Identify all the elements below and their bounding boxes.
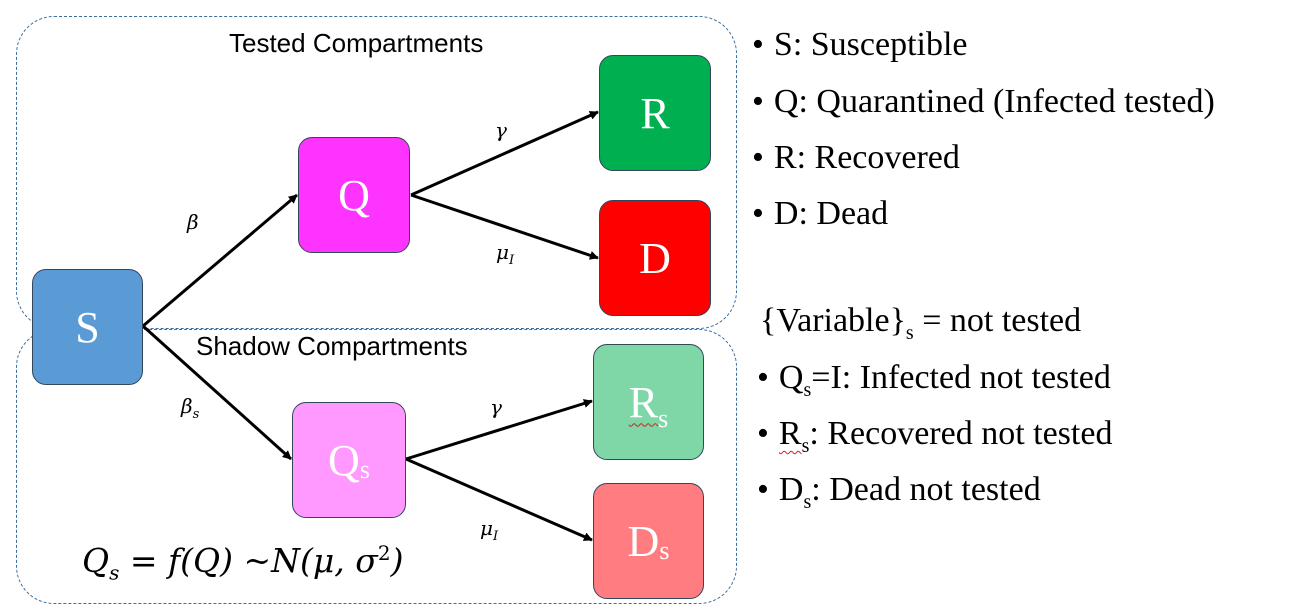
node-q: Q [298, 137, 410, 253]
node-qs-sub: s [359, 455, 370, 484]
rate-mu-bottom-sub: I [493, 529, 499, 544]
node-rs-label: R [628, 377, 659, 427]
legend-bullet: • [757, 415, 769, 452]
node-ds-label: D [627, 516, 660, 566]
formula-close: ) [390, 541, 404, 580]
node-rs: Rs [593, 344, 704, 460]
node-ds-sub: s [659, 536, 670, 565]
rate-mu-bottom: μI [480, 516, 498, 544]
legend-d: •D: Dead [752, 195, 888, 233]
arrow-s-to-q [142, 193, 298, 328]
legend-bullet: • [752, 83, 764, 120]
arrow-qs-to-rs [405, 399, 593, 461]
formula-power: 2 [377, 541, 391, 565]
legend-rs: •Rs: Recovered not tested [757, 415, 1112, 458]
rate-beta: β [187, 210, 199, 234]
legend-r: •R: Recovered [752, 139, 960, 177]
legend-ds-pre: D [778, 471, 804, 508]
legend-ds-post: : Dead not tested [811, 471, 1041, 508]
arrow-q-to-r [410, 110, 599, 197]
shadow-compartments-group [16, 329, 737, 604]
legend-bullet: • [752, 195, 764, 232]
legend-q: •Q: Quarantined (Infected tested) [752, 83, 1215, 121]
legend-rs-post: : Recovered not tested [809, 415, 1113, 452]
legend-bullet: • [752, 26, 764, 63]
legend-bullet: • [757, 359, 769, 396]
rate-mu-top-sub: I [509, 253, 515, 268]
rate-mu-top-base: μ [496, 240, 509, 264]
rate-beta-s-base: β [181, 394, 193, 418]
node-s: S [32, 269, 143, 385]
legend-ds: •Ds: Dead not tested [757, 471, 1041, 514]
legend-qs-pre: Q [778, 359, 804, 396]
legend-bullet: • [752, 139, 764, 176]
legend-rs-sub: s [801, 434, 810, 457]
legend-rs-pre: R [778, 415, 802, 452]
distribution-formula: Qs = f(Q) ~N(μ, σ2) [82, 541, 403, 585]
legend-rs-symbol: Rs [778, 415, 809, 457]
node-d: D [599, 200, 711, 316]
node-r: R [599, 55, 711, 171]
node-rs-sub: s [658, 403, 669, 433]
arrow-s-to-qs [141, 324, 293, 461]
rate-mu-top: μI [496, 240, 514, 268]
node-s-label: S [75, 302, 100, 352]
node-d-label: D [639, 233, 671, 283]
formula-middle: = f(Q) ~N(μ, σ [119, 541, 378, 580]
tested-compartments-group [16, 16, 737, 329]
arrow-q-to-d [410, 193, 599, 260]
rate-gamma-top: γ [495, 118, 507, 142]
legend-note: {Variable}s = not tested [760, 302, 1081, 345]
node-qs-label: Q [328, 435, 360, 485]
legend-qs: •Qs=I: Infected not tested [757, 359, 1111, 402]
tested-compartments-title: Tested Compartments [229, 28, 484, 58]
shadow-compartments-title: Shadow Compartments [196, 331, 468, 361]
legend-q-text: Q: Quarantined (Infected tested) [773, 83, 1215, 120]
rate-beta-s: βs [181, 394, 199, 422]
legend-s: •S: Susceptible [752, 26, 968, 64]
legend-ds-sub: s [803, 490, 812, 513]
node-q-label: Q [338, 170, 370, 220]
legend-s-text: S: Susceptible [773, 26, 968, 63]
rate-mu-bottom-base: μ [480, 516, 493, 540]
legend-note-pre: {Variable} [760, 302, 906, 339]
legend-r-text: R: Recovered [773, 139, 960, 176]
legend-qs-sub: s [803, 378, 812, 401]
legend-bullet: • [757, 471, 769, 508]
legend-note-sub: s [905, 321, 914, 344]
legend-qs-post: =I: Infected not tested [811, 359, 1111, 396]
node-rs-label-wrap: Rs [628, 377, 668, 433]
rate-beta-s-sub: s [192, 407, 200, 422]
arrow-qs-to-ds [405, 457, 593, 542]
rate-gamma-bottom: γ [490, 395, 502, 419]
legend-d-text: D: Dead [773, 195, 889, 232]
node-r-label: R [640, 88, 670, 138]
formula-lhs: Q [82, 541, 110, 580]
formula-lhs-sub: s [109, 560, 120, 585]
legend-note-post: = not tested [913, 302, 1082, 339]
